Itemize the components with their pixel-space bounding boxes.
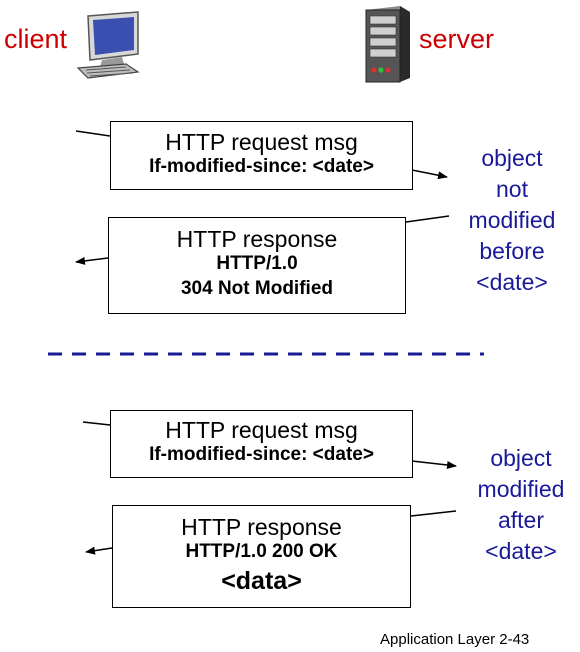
request-1-out-arrow — [411, 169, 448, 180]
response-version: HTTP/1.0 — [216, 253, 298, 275]
request-box-1: HTTP request msg If-modified-since: <dat… — [110, 121, 413, 190]
note-line: <date> — [485, 538, 557, 564]
note-line: modified — [477, 476, 565, 502]
note-line: not — [496, 176, 528, 202]
response-title: HTTP response — [181, 514, 342, 540]
response-title: HTTP response — [176, 226, 338, 252]
response-box-1: HTTP response HTTP/1.0 304 Not Modified — [108, 217, 406, 314]
note-modified: object modified after <date> — [462, 443, 580, 567]
response-1-in-line — [405, 215, 450, 223]
note-line: <date> — [476, 269, 548, 295]
response-1-out-arrow — [75, 256, 109, 265]
response-body: <data> — [221, 567, 302, 596]
slide-footer: Application Layer 2-43 — [380, 631, 530, 648]
note-line: before — [479, 238, 545, 264]
request-title: HTTP request msg — [165, 417, 358, 443]
note-line: object — [490, 445, 552, 471]
note-not-modified: object not modified before <date> — [452, 143, 572, 298]
server-label: server — [419, 24, 495, 54]
server-tower-icon — [365, 6, 410, 83]
response-box-2: HTTP response HTTP/1.0 200 OK <data> — [112, 505, 411, 608]
response-status: 304 Not Modified — [180, 278, 333, 300]
note-line: after — [497, 507, 545, 533]
request-header: If-modified-since: <date> — [149, 156, 374, 178]
response-2-in-line — [410, 510, 457, 517]
request-2-in-line — [82, 421, 111, 426]
request-header: If-modified-since: <date> — [149, 444, 374, 466]
response-status: HTTP/1.0 200 OK — [185, 541, 338, 563]
note-line: modified — [468, 207, 556, 233]
response-2-out-arrow — [85, 546, 113, 555]
request-title: HTTP request msg — [165, 129, 358, 155]
desktop-computer-icon — [76, 11, 140, 79]
note-line: object — [481, 145, 543, 171]
request-box-2: HTTP request msg If-modified-since: <dat… — [110, 410, 413, 478]
client-label: client — [4, 24, 68, 54]
request-2-out-arrow — [411, 460, 457, 469]
request-1-in-line — [75, 130, 111, 137]
